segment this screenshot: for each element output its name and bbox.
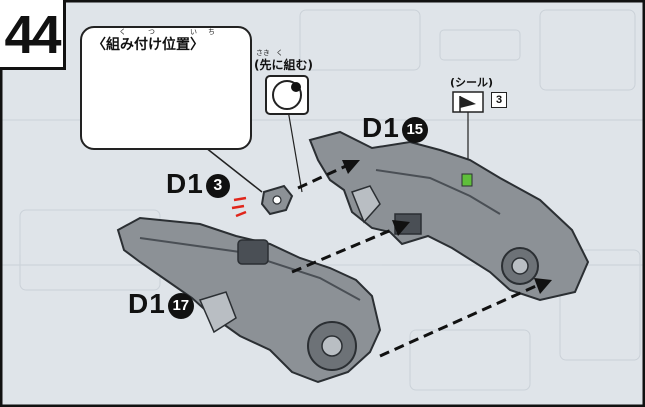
callout-ruby-3: い [190, 28, 197, 36]
step-number: 44 [0, 0, 66, 70]
arrow-heads [342, 160, 552, 294]
sticker-icon [452, 91, 484, 113]
assembly-arrows [291, 164, 537, 358]
part-number-circle-15: 15 [401, 116, 428, 143]
first-assemble-leader [287, 109, 303, 193]
part-label-d1-3-text: D1 [166, 168, 204, 199]
part-d1-15 [308, 130, 590, 302]
callout-ruby-1: く [119, 28, 126, 36]
callout-title: 〈組み付け位置〉 [92, 37, 204, 53]
first-assemble-ruby-2: く [276, 49, 283, 57]
first-assemble-ruby-1: さき [256, 49, 270, 57]
sticker-note: (シール) [450, 76, 494, 89]
sticker-number: 3 [491, 92, 507, 108]
assembly-position-callout: く つ い ち 〈組み付け位置〉 [80, 26, 252, 150]
first-assemble-symbol [265, 75, 309, 115]
red-marker [231, 196, 247, 218]
callout-ruby-2: つ [148, 28, 155, 36]
part-label-d1-17-text: D1 [128, 288, 166, 319]
callout-ruby-4: ち [208, 28, 215, 36]
part-number-circle-17: 17 [167, 292, 194, 319]
part-d1-3 [260, 184, 294, 216]
part-label-d1-15-text: D1 [362, 112, 400, 143]
part-d1-17 [116, 216, 382, 384]
first-assemble-note: (先に組む) [254, 58, 313, 72]
part-number-circle-3: 3 [205, 173, 230, 198]
